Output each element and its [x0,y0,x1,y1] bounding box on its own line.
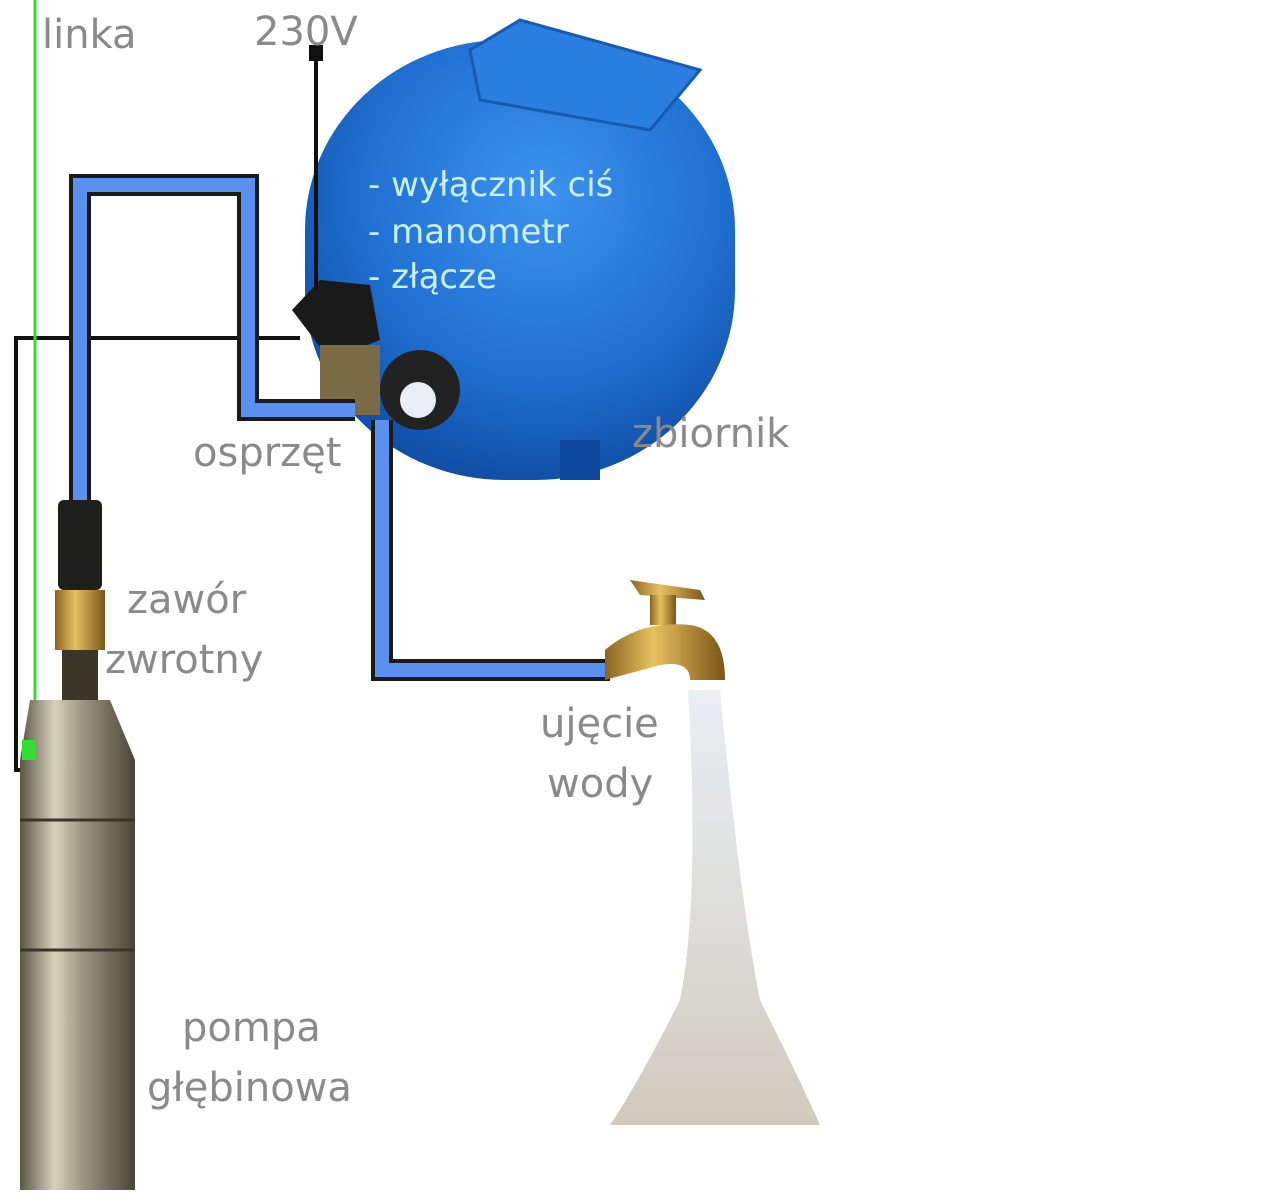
label-power: 230V [254,9,358,55]
label-tank: zbiornik [632,411,790,457]
check-valve [55,500,105,700]
label-water-outlet-1: ujęcie [540,701,659,747]
supply-pipe [69,174,355,500]
label-pump-2: głębinowa [147,1065,352,1111]
outlet-pipe [371,420,610,681]
label-fittings: osprzęt [193,430,341,476]
deep-well-pump [20,700,135,1190]
label-line: linka [42,12,137,58]
label-check-valve-2: zwrotny [105,637,263,683]
label-connector: - złącze [368,257,497,297]
label-water-outlet-2: wody [547,761,653,807]
water-tap-icon [605,580,725,680]
label-pump-1: pompa [182,1005,321,1051]
water-stream [610,690,820,1125]
label-pressure-switch: - wyłącznik ciś [368,165,613,205]
label-manometer: - manometr [368,212,569,252]
label-check-valve-1: zawór [127,577,247,623]
plug-icon [309,45,323,61]
